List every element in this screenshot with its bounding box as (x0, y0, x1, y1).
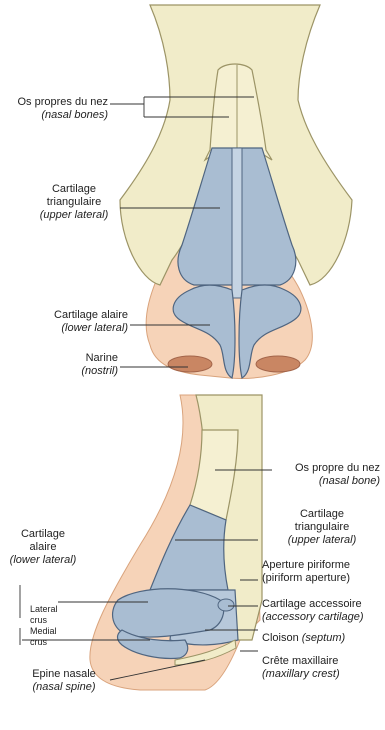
label-maxillary-fr: Crête maxillaire (262, 655, 384, 668)
label-lateral-crus-l1: Lateral (30, 604, 70, 615)
label-nasal-bone-side-fr: Os propre du nez (262, 462, 380, 475)
label-upper-lateral-side-fr1: Cartilage (262, 508, 382, 521)
label-upper-lateral-fr1: Cartilage (30, 183, 118, 196)
label-upper-lateral-side-en: (upper lateral) (262, 534, 382, 547)
label-lower-lateral-fr: Cartilage alaire (10, 309, 128, 322)
accessory-cartilage-side (218, 599, 234, 611)
label-septum: Cloison (septum) (262, 632, 384, 645)
label-alar-side-en: (lower lateral) (0, 554, 86, 567)
label-medial-crus-l2: crus (30, 637, 70, 648)
label-accessory-en: (accessory cartilage) (262, 611, 385, 624)
label-upper-lateral-fr2: triangulaire (30, 196, 118, 209)
label-nasal-bones-en: (nasal bones) (0, 109, 108, 122)
label-accessory: Cartilage accessoire (accessory cartilag… (262, 598, 385, 624)
label-lower-lateral: Cartilage alaire (lower lateral) (10, 309, 128, 335)
label-nasal-bone-side-en: (nasal bone) (262, 475, 380, 488)
label-piriform: Aperture piriforme (piriform aperture) (262, 559, 384, 585)
label-alar-side-fr2: alaire (0, 541, 86, 554)
label-alar-side-fr1: Cartilage (0, 528, 86, 541)
septum-front (232, 148, 242, 298)
label-septum-fr: Cloison (262, 632, 299, 644)
label-lower-lateral-en: (lower lateral) (10, 322, 128, 335)
nostril-left (168, 356, 212, 372)
label-nasal-spine-fr: Epine nasale (16, 668, 112, 681)
label-upper-lateral-side: Cartilage triangulaire (upper lateral) (262, 508, 382, 547)
label-nasal-spine: Epine nasale (nasal spine) (16, 668, 112, 694)
label-upper-lateral-en: (upper lateral) (30, 209, 118, 222)
front-view (110, 5, 352, 378)
label-lateral-crus: Lateral crus (30, 604, 70, 626)
label-nasal-bone-side: Os propre du nez (nasal bone) (262, 462, 380, 488)
label-nostril: Narine (nostril) (40, 352, 118, 378)
label-maxillary: Crête maxillaire (maxillary crest) (262, 655, 384, 681)
label-accessory-fr: Cartilage accessoire (262, 598, 385, 611)
label-medial-crus: Medial crus (30, 626, 70, 648)
label-piriform-en: (piriform aperture) (262, 572, 384, 585)
label-nasal-spine-en: (nasal spine) (16, 681, 112, 694)
label-alar-side: Cartilage alaire (lower lateral) (0, 528, 86, 567)
label-nostril-fr: Narine (40, 352, 118, 365)
label-upper-lateral-side-fr2: triangulaire (262, 521, 382, 534)
label-nasal-bones-fr: Os propres du nez (0, 96, 108, 109)
nostril-right (256, 356, 300, 372)
label-lateral-crus-l2: crus (30, 615, 70, 626)
label-upper-lateral: Cartilage triangulaire (upper lateral) (30, 183, 118, 222)
label-nasal-bones: Os propres du nez (nasal bones) (0, 96, 108, 122)
label-medial-crus-l1: Medial (30, 626, 70, 637)
label-nostril-en: (nostril) (40, 365, 118, 378)
label-maxillary-en: (maxillary crest) (262, 668, 384, 681)
label-septum-en: (septum) (302, 632, 345, 644)
label-piriform-fr: Aperture piriforme (262, 559, 384, 572)
